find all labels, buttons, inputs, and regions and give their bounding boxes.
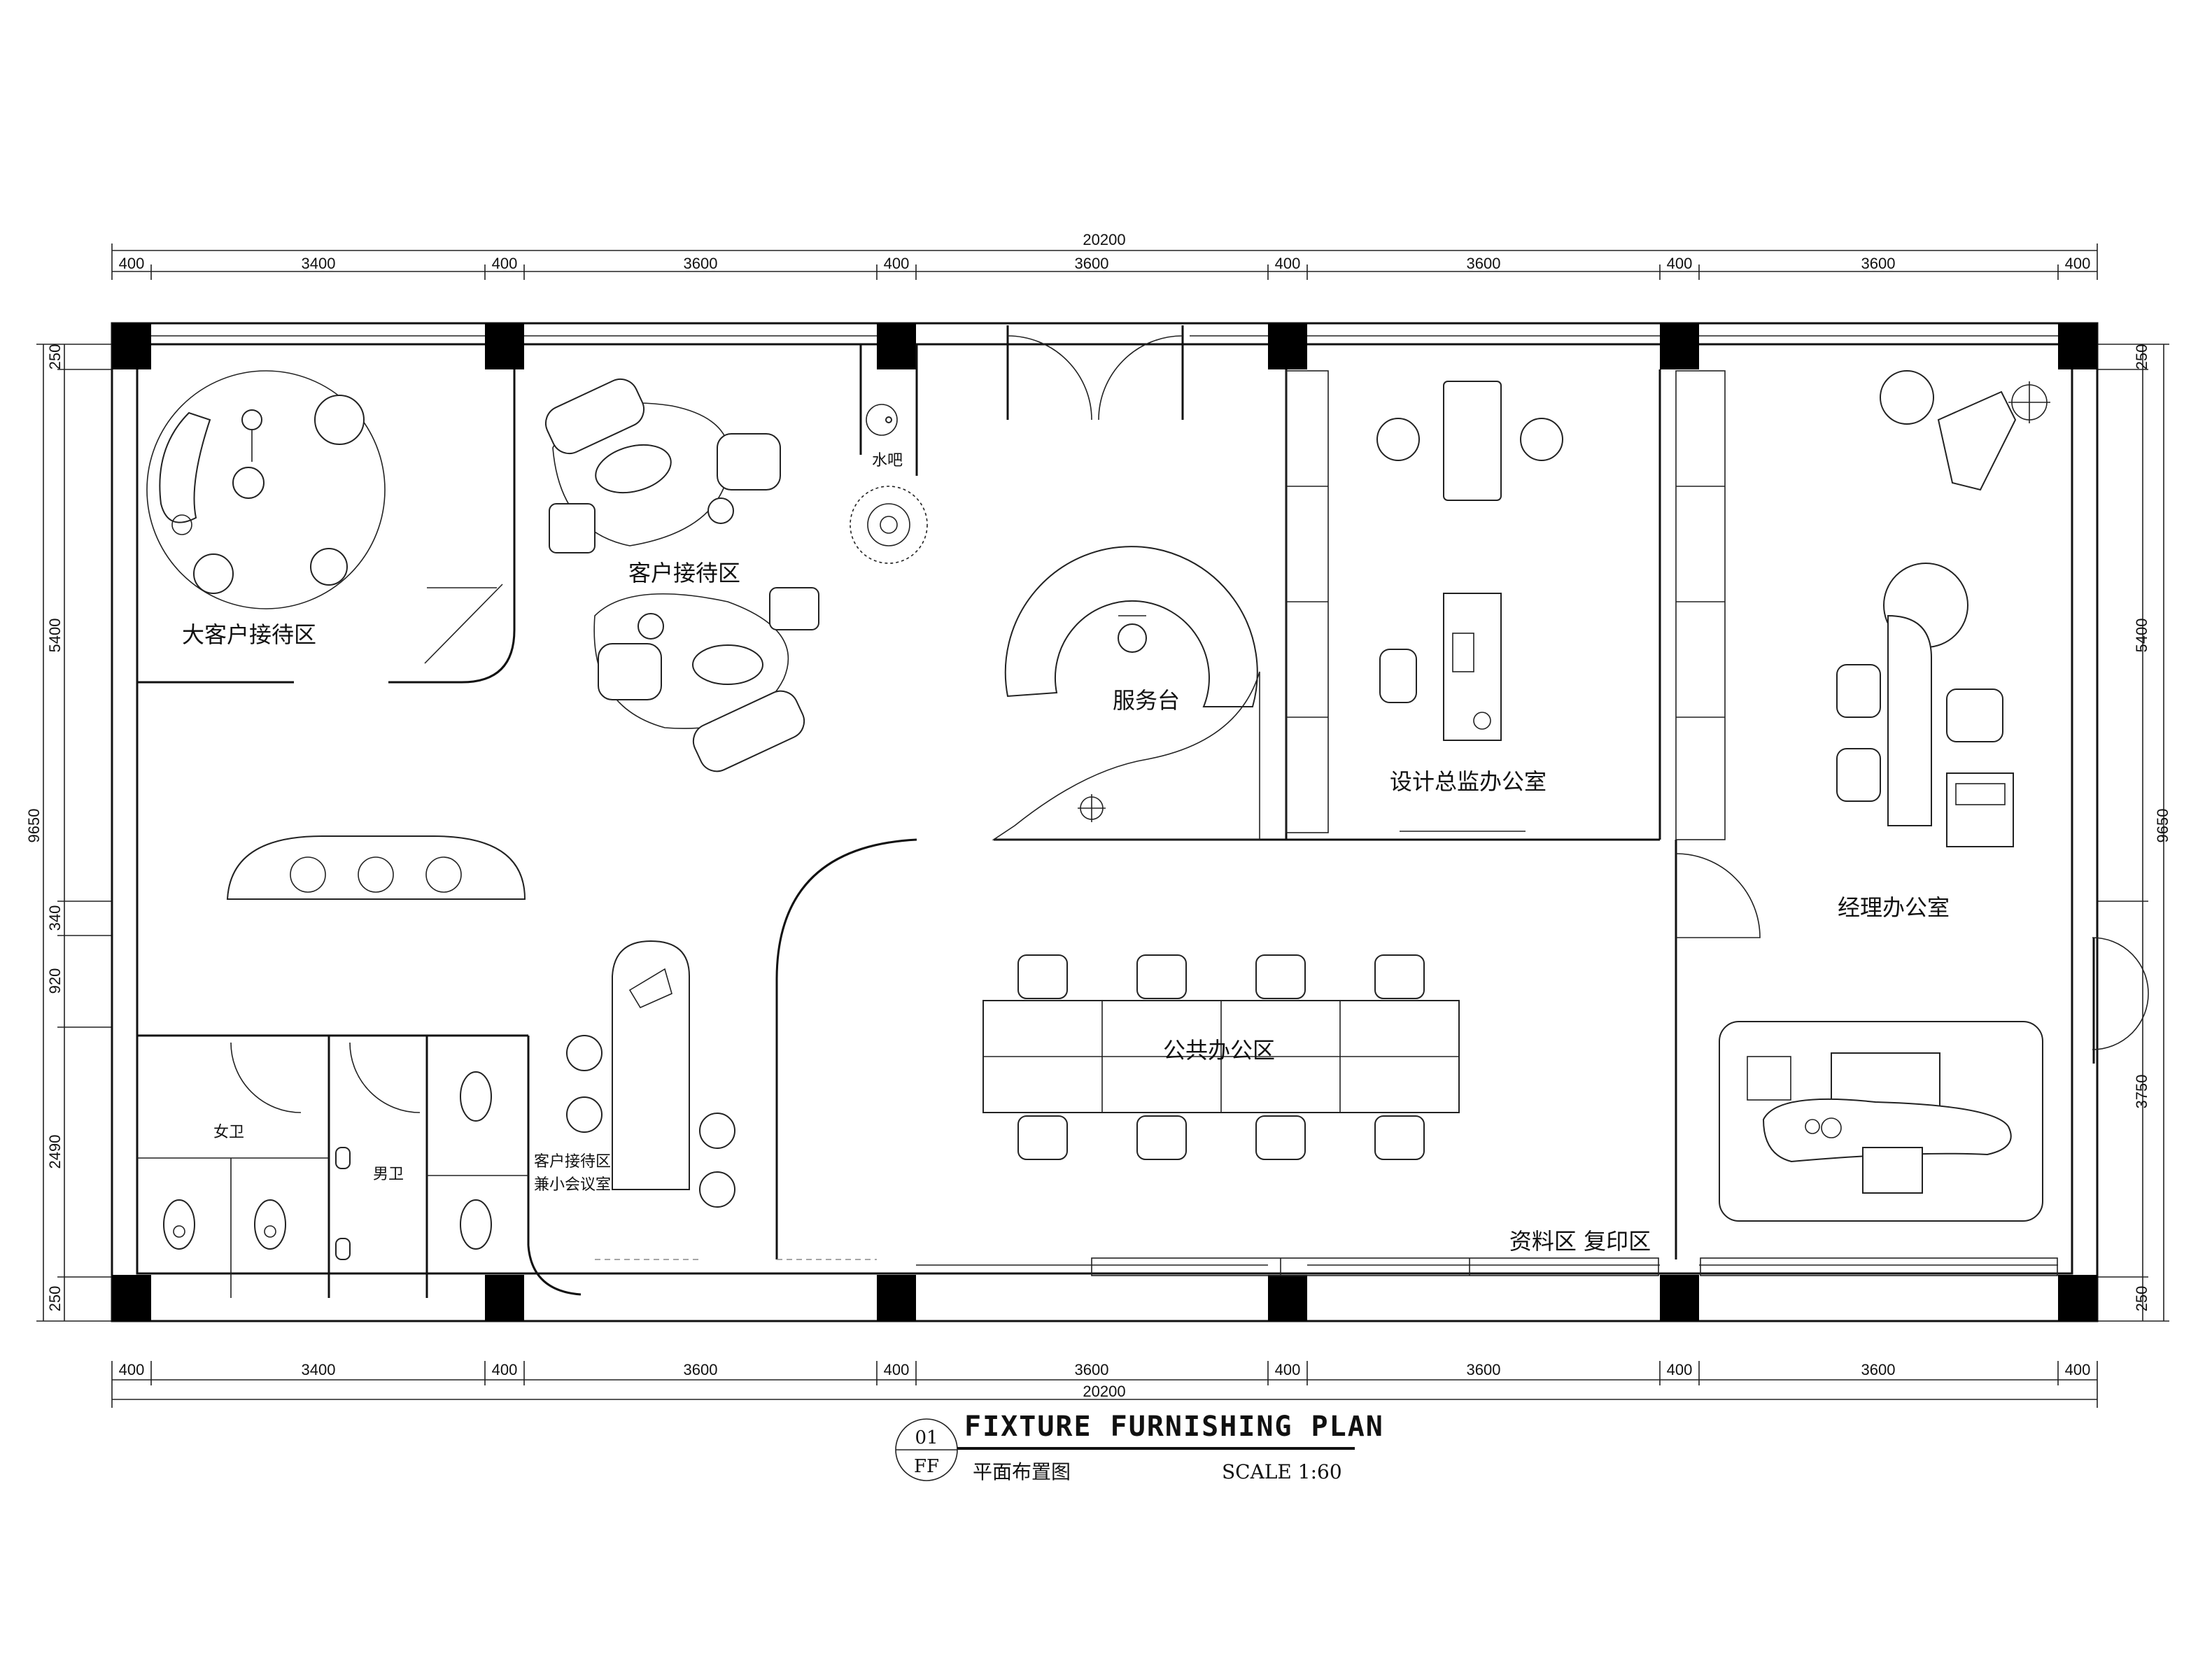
columns <box>112 323 2097 1321</box>
bottom-dim-4: 3600 <box>684 1361 718 1378</box>
right-dim-3: 3750 <box>2133 1075 2150 1109</box>
service-desk <box>992 546 1260 840</box>
water-bar <box>850 404 928 564</box>
left-dim-2: 5400 <box>46 619 64 653</box>
archive-cabinets <box>1091 1257 2058 1276</box>
top-overall-dim: 20200 <box>1083 231 1125 248</box>
right-dim-2: 5400 <box>2133 619 2150 653</box>
drawing-title: FIXTURE FURNISHING PLAN <box>964 1411 1384 1443</box>
bottom-dim-5: 400 <box>884 1361 910 1378</box>
right-dim-4: 250 <box>2133 1286 2150 1312</box>
sheet-number: 01 <box>915 1427 938 1448</box>
public-office-workstations <box>982 954 1460 1160</box>
bottom-dim-8: 3600 <box>1467 1361 1501 1378</box>
meeting-table <box>566 940 735 1260</box>
right-dimension-chain: 250 5400 9650 3750 250 <box>2097 344 2171 1322</box>
bottom-dim-10: 3600 <box>1861 1361 1896 1378</box>
room-label-manager-office: 经理办公室 <box>1838 894 1950 921</box>
toilet-icon <box>163 1199 195 1250</box>
bottom-dim-6: 3600 <box>1075 1361 1109 1378</box>
top-dim-9: 400 <box>1667 255 1693 272</box>
top-dim-7: 400 <box>1275 255 1301 272</box>
room-label-womens-restroom: 女卫 <box>213 1124 244 1141</box>
room-label-design-director-office: 设计总监办公室 <box>1390 768 1547 795</box>
top-dim-3: 400 <box>492 255 518 272</box>
top-dim-10: 3600 <box>1861 255 1896 272</box>
room-label-reception-meeting-1: 客户接待区 <box>534 1153 611 1171</box>
top-dim-11: 400 <box>2065 255 2091 272</box>
top-dim-2: 3400 <box>302 255 336 272</box>
top-dim-6: 3600 <box>1075 255 1109 272</box>
left-dim-6: 250 <box>46 1286 64 1312</box>
vip-reception-furniture <box>146 370 386 609</box>
room-label-archive-copy: 资料区 复印区 <box>1509 1228 1651 1255</box>
drawing-scale: SCALE 1:60 <box>1222 1460 1342 1483</box>
top-dim-5: 400 <box>884 255 910 272</box>
room-label-mens-restroom: 男卫 <box>373 1166 404 1183</box>
bottom-dim-3: 400 <box>492 1361 518 1378</box>
right-dim-1: 250 <box>2133 344 2150 370</box>
top-dim-1: 400 <box>119 255 145 272</box>
room-label-public-office: 公共办公区 <box>1163 1037 1275 1064</box>
sheet-code: FF <box>914 1456 939 1477</box>
left-dim-1: 250 <box>46 344 64 370</box>
restroom-fixtures <box>163 1042 492 1260</box>
plant-icon <box>867 503 910 546</box>
bottom-dim-1: 400 <box>119 1361 145 1378</box>
room-label-service-desk: 服务台 <box>1113 687 1180 714</box>
urinal-icon <box>335 1147 351 1260</box>
room-label-water-bar: 水吧 <box>872 452 903 470</box>
bottom-dim-9: 400 <box>1667 1361 1693 1378</box>
bottom-overall-dim: 20200 <box>1083 1383 1125 1400</box>
left-overall-dim: 9650 <box>25 809 43 843</box>
top-dim-4: 3600 <box>684 255 718 272</box>
standing-person-icon <box>241 409 262 462</box>
room-labels: 大客户接待区 客户接待区 水吧 服务台 设计总监办公室 经理办公室 公共办公区 … <box>182 452 1950 1255</box>
manager-office-furniture <box>1675 370 2050 1222</box>
title-block: 01 FF FIXTURE FURNISHING PLAN 平面布置图 SCAL… <box>895 1411 1384 1483</box>
left-dim-5: 2490 <box>46 1135 64 1169</box>
left-dim-3: 340 <box>46 905 64 931</box>
toilet-icon <box>460 1071 492 1250</box>
bottom-dimension-chain: 400 3400 400 3600 400 3600 400 3600 400 … <box>111 1361 2098 1408</box>
exterior-walls <box>111 322 2099 1322</box>
toilet-icon <box>254 1199 286 1250</box>
bottom-dim-11: 400 <box>2065 1361 2091 1378</box>
wash-basin-counter <box>226 835 526 900</box>
right-overall-dim: 9650 <box>2154 809 2171 843</box>
bottom-dim-7: 400 <box>1275 1361 1301 1378</box>
top-dim-8: 3600 <box>1467 255 1501 272</box>
left-dimension-chain: 9650 250 5400 340 920 2490 250 <box>25 344 112 1322</box>
room-label-reception-meeting-2: 兼小会议室 <box>534 1176 611 1194</box>
room-label-client-reception: 客户接待区 <box>628 560 740 586</box>
drawing-subtitle: 平面布置图 <box>973 1460 1071 1483</box>
left-dim-4: 920 <box>46 968 64 994</box>
director-office-furniture <box>1285 370 1563 833</box>
top-dimension-chain: 20200 400 3400 400 3600 400 3600 400 360… <box>111 231 2098 280</box>
bottom-dim-2: 3400 <box>302 1361 336 1378</box>
entrance-double-door[interactable] <box>1006 325 1184 421</box>
client-reception-furniture <box>544 378 819 772</box>
room-label-vip-reception: 大客户接待区 <box>182 621 316 648</box>
